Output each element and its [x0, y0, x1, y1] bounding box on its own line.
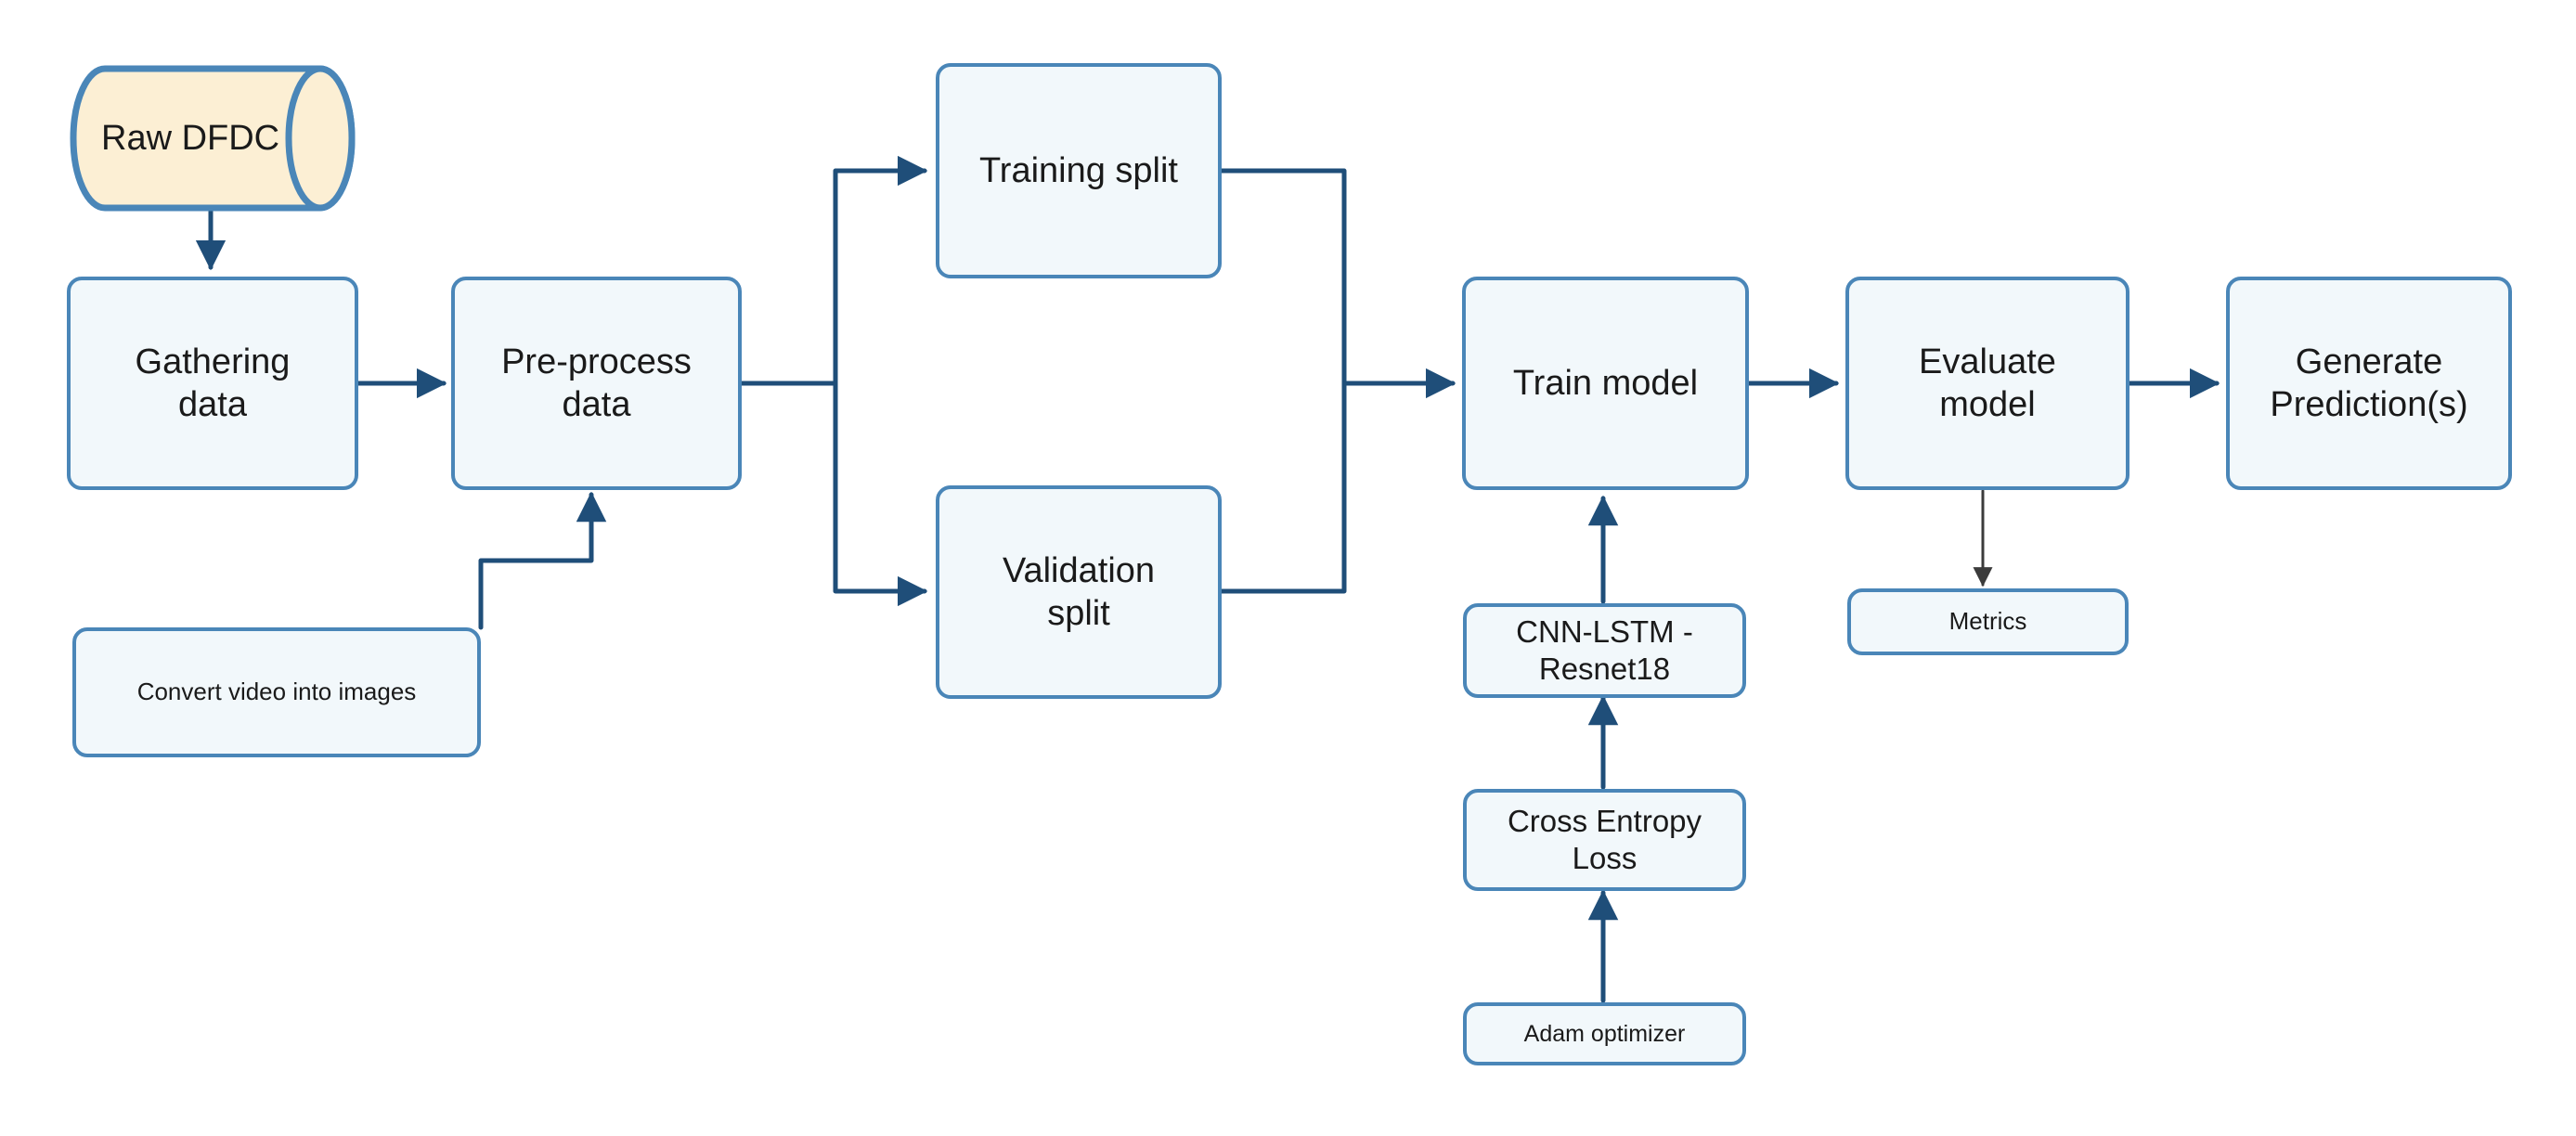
- node-cnn-lstm-resnet18-label: CNN-LSTM - Resnet18: [1516, 613, 1693, 686]
- node-train-model-label: Train model: [1512, 363, 1699, 403]
- node-validation-split[interactable]: Validation split: [936, 485, 1222, 699]
- edge-convert-to-preprocess: [478, 491, 607, 630]
- node-raw-dfdc[interactable]: Raw DFDC: [70, 65, 356, 212]
- edge-junction-to-validation: [833, 381, 928, 607]
- node-validation-split-label: Validation split: [1002, 550, 1156, 633]
- node-cross-entropy-loss[interactable]: Cross Entropy Loss: [1463, 789, 1746, 891]
- node-adam-optimizer-label: Adam optimizer: [1523, 1020, 1686, 1047]
- node-gathering-data-label: Gathering data: [135, 342, 291, 424]
- node-metrics-label: Metrics: [1948, 607, 2027, 636]
- node-cnn-lstm-resnet18[interactable]: CNN-LSTM - Resnet18: [1463, 603, 1746, 698]
- node-evaluate-model-label: Evaluate model: [1919, 342, 2056, 424]
- edge-training-to-merge: [1219, 168, 1347, 386]
- edge-validation-to-merge: [1219, 381, 1347, 594]
- edge-junction-to-training: [833, 155, 928, 386]
- node-evaluate-model[interactable]: Evaluate model: [1845, 277, 2129, 490]
- node-training-split-label: Training split: [978, 150, 1178, 190]
- node-metrics[interactable]: Metrics: [1847, 588, 2129, 655]
- node-gathering-data[interactable]: Gathering data: [67, 277, 358, 490]
- node-preprocess-data-label: Pre-process data: [501, 342, 692, 424]
- node-train-model[interactable]: Train model: [1462, 277, 1749, 490]
- database-cylinder-icon: [70, 65, 356, 212]
- node-training-split[interactable]: Training split: [936, 63, 1222, 278]
- node-adam-optimizer[interactable]: Adam optimizer: [1463, 1002, 1746, 1065]
- node-cross-entropy-loss-label: Cross Entropy Loss: [1507, 803, 1702, 875]
- node-preprocess-data[interactable]: Pre-process data: [451, 277, 742, 490]
- node-generate-predictions[interactable]: Generate Prediction(s): [2226, 277, 2512, 490]
- node-convert-video-label: Convert video into images: [136, 678, 417, 706]
- node-generate-predictions-label: Generate Prediction(s): [2270, 342, 2468, 424]
- node-convert-video[interactable]: Convert video into images: [72, 627, 481, 757]
